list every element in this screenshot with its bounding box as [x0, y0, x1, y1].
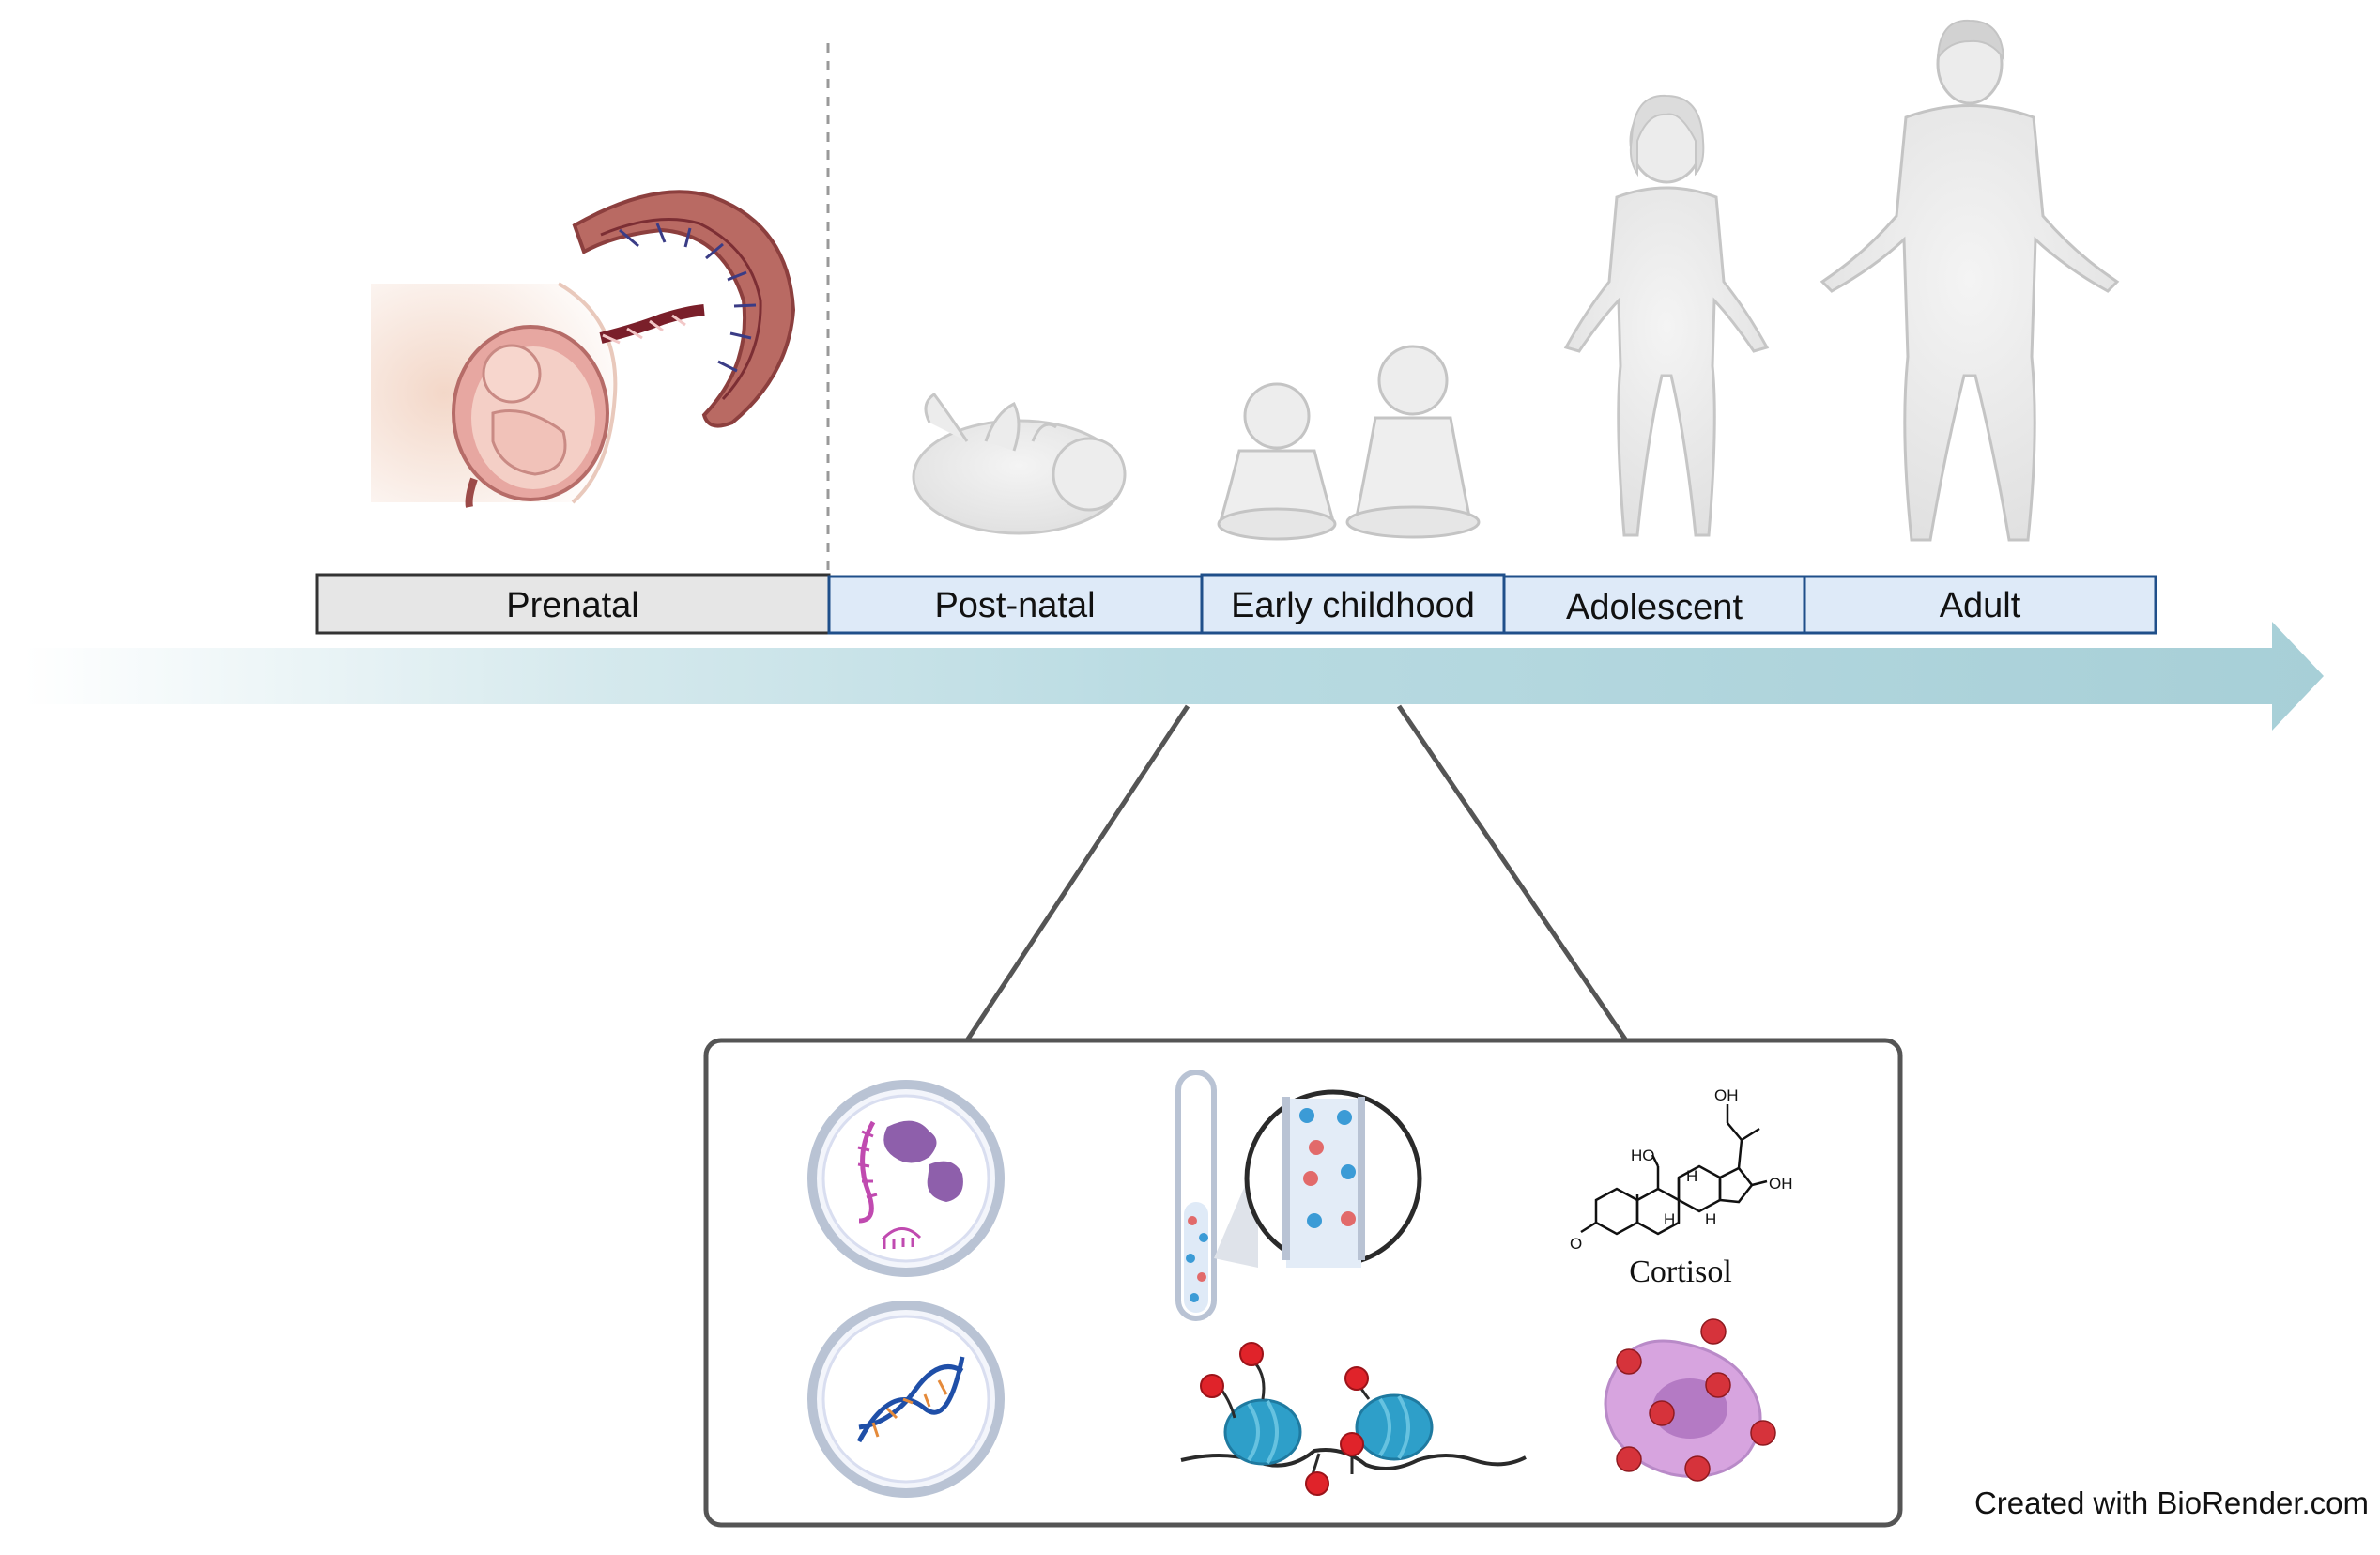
atom-o: O [1570, 1235, 1582, 1253]
stage-postnatal-label: Post-natal [934, 586, 1095, 625]
adult-figure-icon [1820, 19, 2120, 542]
cortisol-molecule-icon: OH OH HO O H H H Cortisol [1570, 1086, 1793, 1289]
atom-h2: H [1664, 1210, 1675, 1228]
stage-adolescent-label: Adolescent [1566, 588, 1743, 627]
stage-adult-label: Adult [1940, 586, 2021, 625]
timeline-stages: Prenatal Post-natal Early childhood Adol… [315, 573, 2157, 635]
atom-oh-right: OH [1769, 1175, 1793, 1193]
atom-oh-top: OH [1714, 1086, 1739, 1104]
connector-left [964, 704, 1190, 1042]
stage-early-childhood-label: Early childhood [1231, 586, 1475, 625]
adolescent-figure-icon [1563, 94, 1770, 537]
pregnancy-placenta-icon [371, 190, 796, 508]
oxidative-stress-cell-icon [1604, 1318, 1776, 1482]
timeline-arrow [23, 622, 2324, 731]
blood-tube-icon [1175, 1070, 1422, 1321]
atom-h3: H [1705, 1210, 1716, 1228]
connector-right [1396, 704, 1629, 1042]
newborn-icon [912, 392, 1127, 535]
biomarker-panel [703, 1038, 1903, 1528]
atom-ho-left: HO [1631, 1147, 1655, 1164]
stage-prenatal-label: Prenatal [506, 586, 639, 625]
biorender-credit: Created with BioRender.com [1973, 1486, 2369, 1520]
stage-early-childhood [1200, 573, 1506, 635]
cortisol-label: Cortisol [1629, 1255, 1732, 1289]
rna-protein-cell-icon [807, 1080, 1005, 1277]
atom-h1: H [1686, 1167, 1697, 1185]
dna-cell-icon [807, 1301, 1005, 1498]
two-babies-icon [1217, 345, 1481, 541]
histone-methylation-icon [1180, 1342, 1527, 1496]
stage-adult [1803, 575, 2157, 635]
stage-prenatal [315, 573, 831, 635]
